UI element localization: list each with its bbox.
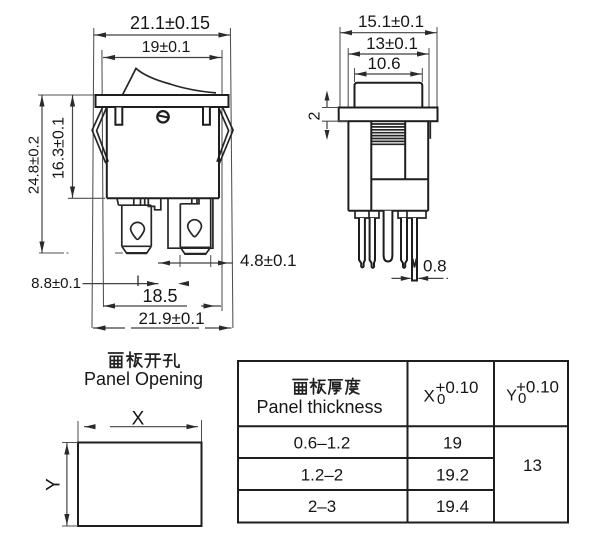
svg-text:+0.10: +0.10 — [436, 378, 479, 397]
svg-text:X: X — [424, 387, 435, 406]
svg-text:13: 13 — [523, 456, 542, 475]
svg-text:24.8±0.2: 24.8±0.2 — [26, 136, 43, 194]
svg-text:Panel Opening: Panel Opening — [84, 369, 203, 389]
svg-text:19.4: 19.4 — [436, 497, 469, 516]
svg-text:0: 0 — [437, 391, 445, 408]
svg-text:8.8±0.1: 8.8±0.1 — [31, 275, 81, 292]
svg-text:Panel thickness: Panel thickness — [256, 397, 382, 417]
svg-text:2–3: 2–3 — [308, 497, 336, 516]
svg-text:19.2: 19.2 — [436, 466, 469, 485]
svg-text:10.6: 10.6 — [367, 54, 400, 73]
svg-text:0.6–1.2: 0.6–1.2 — [294, 434, 351, 453]
svg-text:Y: Y — [506, 388, 517, 405]
svg-text:15.1±0.1: 15.1±0.1 — [358, 12, 424, 31]
svg-text:4.8±0.1: 4.8±0.1 — [240, 251, 297, 270]
svg-text:0.8: 0.8 — [423, 257, 447, 276]
svg-text:+0.10: +0.10 — [516, 378, 559, 397]
svg-text:2: 2 — [307, 111, 324, 120]
svg-text:19: 19 — [443, 434, 462, 453]
svg-text:19±0.1: 19±0.1 — [142, 39, 191, 56]
svg-text:X: X — [132, 409, 145, 430]
svg-text:21.9±0.1: 21.9±0.1 — [138, 309, 204, 328]
svg-text:Y: Y — [44, 478, 65, 491]
svg-text:18.5: 18.5 — [142, 286, 177, 306]
svg-text:0: 0 — [518, 390, 526, 407]
svg-text:1.2–2: 1.2–2 — [301, 466, 344, 485]
svg-text:16.3±0.1: 16.3±0.1 — [51, 117, 68, 179]
svg-text:21.1±0.15: 21.1±0.15 — [130, 13, 210, 33]
svg-text:13±0.1: 13±0.1 — [366, 34, 418, 53]
